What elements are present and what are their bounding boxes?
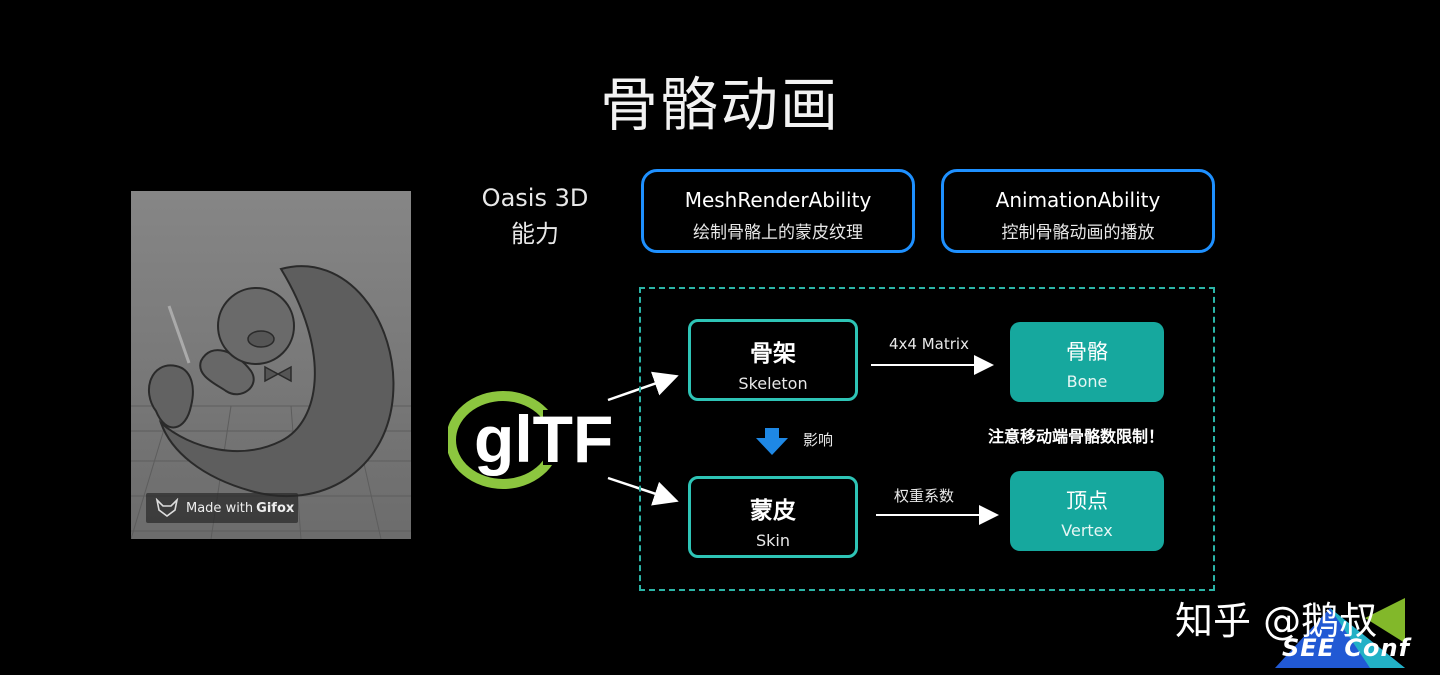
character-animation-image xyxy=(131,191,411,539)
skeleton-box: 骨架 Skeleton xyxy=(688,319,858,401)
gifox-watermark: Made with Gifox xyxy=(146,493,298,523)
influence-down-arrow-icon xyxy=(756,428,788,455)
skin-zh: 蒙皮 xyxy=(750,498,796,524)
gltf-logo-icon: glTF xyxy=(446,391,613,489)
influence-label: 影响 xyxy=(803,431,834,449)
vertex-zh: 顶点 xyxy=(1066,489,1108,513)
see-conf-logo-text: SEE Conf xyxy=(1282,634,1411,662)
fox-logo-icon xyxy=(155,498,179,517)
oasis-label-line2: 能力 xyxy=(511,220,559,248)
mesh-render-ability-box: MeshRenderAbility 绘制骨骼上的蒙皮纹理 xyxy=(641,169,915,253)
weight-label: 权重系数 xyxy=(894,487,955,505)
zhihu-watermark: 知乎 @鹅叔 xyxy=(1175,599,1378,643)
arrow-gltf-to-skeleton xyxy=(607,371,679,402)
skin-box: 蒙皮 Skin xyxy=(688,476,858,558)
oasis-label-line1: Oasis 3D xyxy=(481,184,589,212)
skin-en: Skin xyxy=(755,531,790,550)
vertex-box: 顶点 Vertex xyxy=(1010,471,1164,551)
bone-box: 骨骼 Bone xyxy=(1010,322,1164,402)
ability-name: MeshRenderAbility xyxy=(684,188,872,212)
gltf-logo: glTF xyxy=(446,390,628,490)
skeleton-en: Skeleton xyxy=(738,374,808,393)
skeleton-zh: 骨架 xyxy=(750,341,796,367)
ability-desc: 绘制骨骼上的蒙皮纹理 xyxy=(693,223,863,243)
conf-logo-shape xyxy=(1255,598,1405,668)
arrow-gltf-to-skin xyxy=(607,476,679,506)
bone-limit-warning: 注意移动端骨骼数限制！ xyxy=(988,427,1165,446)
ability-desc: 控制骨骼动画的播放 xyxy=(1001,223,1155,243)
animation-ability-box: AnimationAbility 控制骨骼动画的播放 xyxy=(941,169,1215,253)
skeleton-skin-diagram-frame xyxy=(639,287,1215,591)
gltf-logo-text: glTF xyxy=(474,402,613,476)
character-illustration xyxy=(131,191,411,539)
gifox-brand: Gifox xyxy=(256,500,295,516)
bone-en: Bone xyxy=(1066,372,1108,391)
matrix-label: 4x4 Matrix xyxy=(889,335,969,353)
bone-zh: 骨骼 xyxy=(1066,340,1108,364)
vertex-en: Vertex xyxy=(1061,521,1113,540)
conf-triangle-icon xyxy=(1275,598,1405,668)
ability-name: AnimationAbility xyxy=(995,188,1161,212)
oasis-capability-label: Oasis 3D 能力 xyxy=(470,180,600,252)
slide-title: 骨骼动画 xyxy=(599,71,840,139)
gifox-prefix: Made with xyxy=(186,500,254,516)
